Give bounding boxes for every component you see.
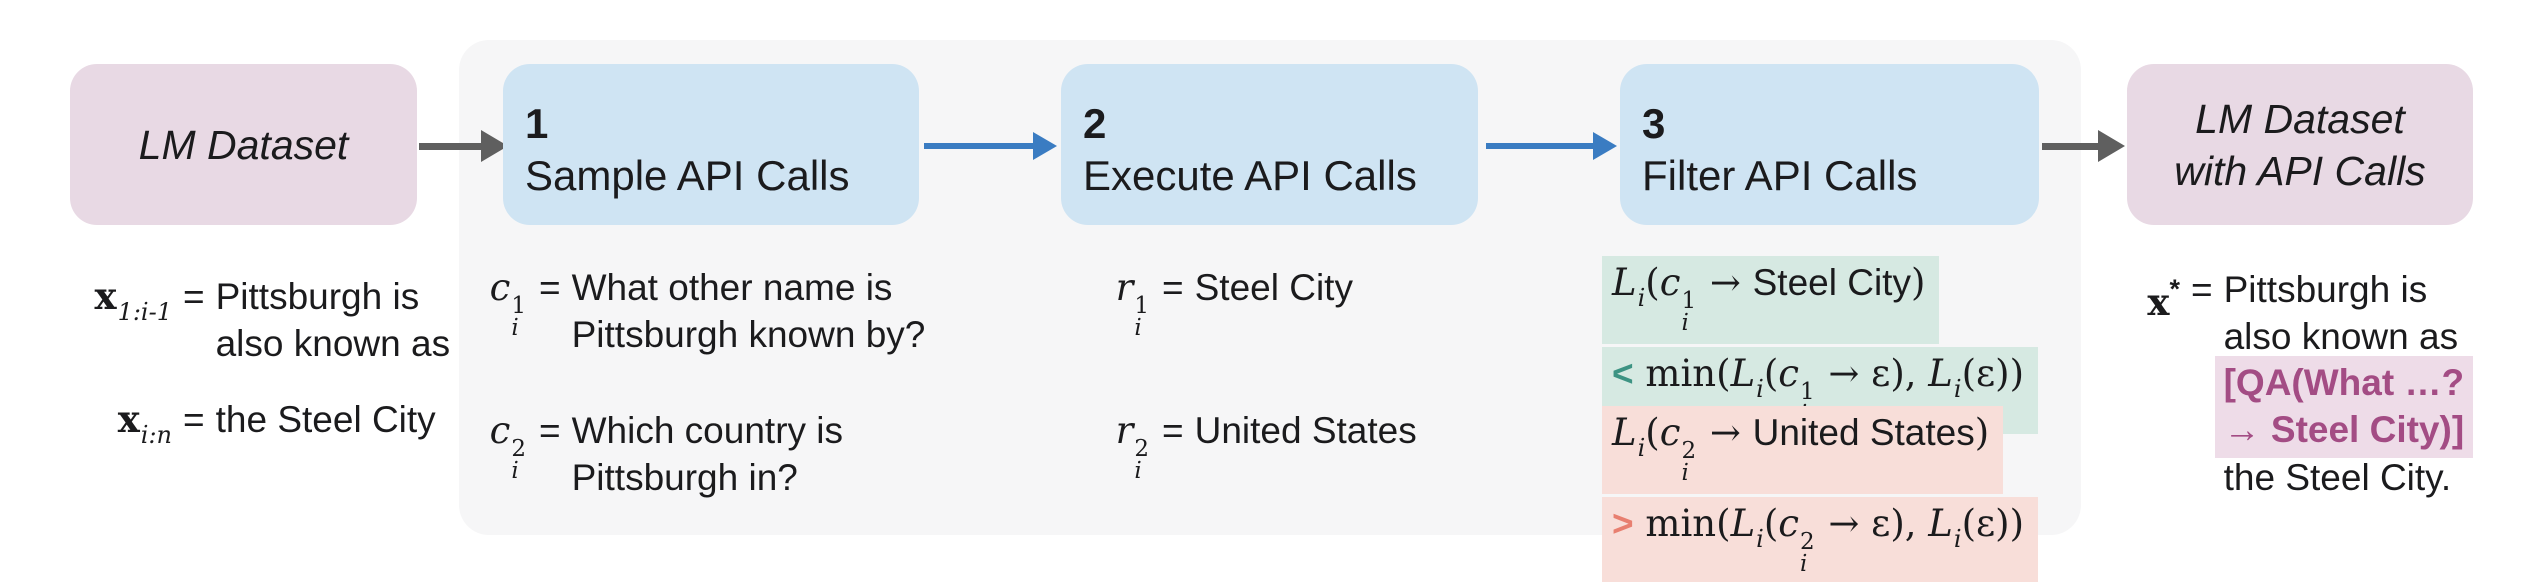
api-call-annotation-line-1: [QA(What …? [2214, 356, 2474, 411]
lm-dataset-with-api-calls-label: LM Dataset with API Calls [2174, 93, 2425, 197]
step-2-box: 2 Execute API Calls [1061, 64, 1478, 225]
arrow-shaft [2042, 142, 2098, 150]
equals-sign: = [1162, 267, 1184, 308]
step-1-box: 1 Sample API Calls [503, 64, 919, 225]
text-line: the Steel City. [2223, 457, 2452, 498]
equals-sign: = [183, 399, 205, 440]
sampled-call-lines: What other name is Pittsburgh known by? [572, 264, 926, 358]
step-2-number: 2 [1083, 100, 1107, 147]
arrow-right-icon [924, 129, 1057, 163]
text-line: also known as [215, 323, 451, 364]
arrow-right-icon [1486, 129, 1617, 163]
equals-sign: = [1162, 410, 1184, 451]
step-3-head: 3 Filter API Calls [1620, 64, 1917, 225]
input-text-lines: the Steel City [216, 396, 436, 443]
step-1-label: Sample API Calls [525, 152, 850, 199]
arrow-right-icon [419, 129, 508, 163]
text-line: [QA(What …? [2214, 356, 2474, 411]
output-box-line2: with API Calls [2174, 147, 2426, 194]
lm-dataset-label: LM Dataset [138, 121, 349, 168]
text-line: Pittsburgh is [215, 276, 420, 317]
step-1-number: 1 [525, 100, 549, 147]
step-3-number: 3 [1642, 100, 1666, 147]
text-line: Which country is [571, 410, 844, 451]
step-1-head: 1 Sample API Calls [503, 64, 849, 225]
arrow-shaft [924, 143, 1033, 149]
step-2-label: Execute API Calls [1083, 152, 1417, 199]
arrow-right-icon [2042, 129, 2125, 163]
text-line: Pittsburgh in? [571, 457, 798, 498]
api-call-annotation-line-2: → Steel City)] [2214, 403, 2474, 458]
sampled-call-lines: Which country is Pittsburgh in? [572, 407, 843, 501]
equals-sign: = [539, 410, 561, 451]
arrow-head [1593, 132, 1617, 160]
arrow-shaft [419, 142, 481, 150]
math-symbol-x-suffix: xi:n [117, 397, 172, 449]
output-text-row: x* = Pittsburgh is also known as [QA(Wha… [2128, 266, 2474, 501]
text-line: the Steel City [215, 399, 436, 440]
input-text-row-2: xi:n = the Steel City [60, 396, 436, 459]
equals-sign: = [183, 276, 205, 317]
arrow-shaft [1486, 143, 1593, 149]
step-3-box: 3 Filter API Calls [1620, 64, 2039, 225]
text-line: → Steel City)] [2214, 403, 2474, 458]
text-line: also known as [2223, 316, 2459, 357]
execution-result-lines: United States [1195, 407, 1417, 454]
lm-dataset-box: LM Dataset [70, 64, 417, 225]
lm-dataset-with-api-calls-box: LM Dataset with API Calls [2127, 64, 2473, 225]
input-text-lines: Pittsburgh is also known as [216, 273, 450, 367]
input-text-row-1: x1:i-1 = Pittsburgh is also known as [60, 273, 451, 367]
text-line: United States [1194, 410, 1417, 451]
math-symbol-x-star: x* [2147, 274, 2180, 324]
text-line: Steel City [1194, 267, 1353, 308]
output-text-lines: Pittsburgh is also known as [QA(What …? … [2214, 266, 2474, 501]
equals-sign: = [2191, 269, 2213, 310]
text-line: Pittsburgh known by? [571, 314, 926, 355]
arrow-head [1033, 132, 1057, 160]
step-2-head: 2 Execute API Calls [1061, 64, 1417, 225]
arrow-head [2098, 130, 2125, 162]
math-symbol-x-prefix: x1:i-1 [94, 274, 172, 326]
text-line: What other name is [571, 267, 893, 308]
equals-sign: = [539, 267, 561, 308]
output-box-line1: LM Dataset [2195, 95, 2405, 142]
step-3-label: Filter API Calls [1642, 152, 1918, 199]
text-line: Pittsburgh is [2223, 269, 2428, 310]
execution-result-lines: Steel City [1195, 264, 1353, 311]
